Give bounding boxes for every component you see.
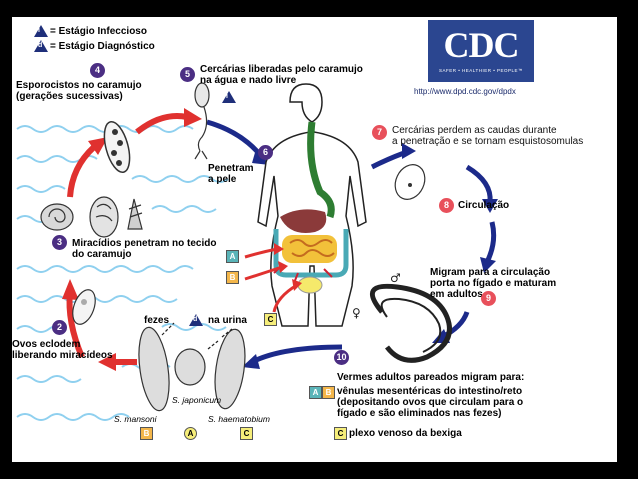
adult-worms-icon: ♂ ♀	[352, 271, 452, 363]
egg-icons	[138, 322, 246, 412]
intestine-loops	[289, 239, 335, 257]
step-4-badge: 4	[90, 63, 105, 78]
step-2-badge: 2	[52, 320, 67, 335]
step-10-c-label: plexo venoso da bexiga	[349, 428, 462, 439]
tag-a-organ: A	[226, 250, 239, 263]
step-9-label: Migram para a circulação porta no fígado…	[430, 267, 557, 300]
miracidium-icon	[72, 289, 96, 325]
step-10-badge: 10	[334, 350, 349, 365]
tag-c-organ: C	[264, 313, 277, 326]
esophagus-icon	[307, 121, 335, 219]
cdc-logo-text: CDC	[443, 25, 520, 65]
egg-label-haematobium: S. haematobium	[208, 414, 270, 424]
legend-diagnostic-label: = Estágio Diagnóstico	[50, 41, 155, 52]
step-10-ab-label: vênulas mesentéricas do intestino/reto (…	[337, 386, 524, 419]
step-3-label: Miracídios penetram no tecido do caramuj…	[72, 238, 217, 260]
tag-a-japonicum: A	[184, 427, 197, 440]
cdc-tagline: SAFER • HEALTHIER • PEOPLE™	[438, 68, 524, 73]
cdc-logo: CDC SAFER • HEALTHIER • PEOPLE™	[428, 20, 534, 82]
snail-icons	[40, 196, 143, 238]
egg-haematobium	[214, 328, 246, 410]
small-intestine-icon	[282, 235, 337, 263]
step-4-label: Esporocistos no caramujo (gerações suces…	[16, 80, 142, 102]
step-8-badge: 8	[439, 198, 454, 213]
step-10-main-label: Vermes adultos pareados migram para:	[337, 372, 525, 383]
arrow-4-to-5	[135, 113, 188, 135]
step-7-label: Cercárias perdem as caudas durante a pen…	[392, 125, 584, 147]
step-6-badge: 6	[258, 145, 273, 160]
cercaria-icon	[194, 82, 210, 160]
step-9-badge: 9	[481, 291, 496, 306]
tag-b-mansoni: B	[140, 427, 153, 440]
diagnostic-marker: d	[189, 314, 203, 326]
step-2-label: Ovos eclodem liberando miracídeos	[12, 339, 113, 361]
step-5-label: Cercárias liberadas pelo caramujo na águ…	[200, 64, 363, 86]
egg-label-japonicum: S. japonicum	[172, 395, 222, 405]
arrow-3-to-4	[67, 144, 97, 198]
step-3-badge: 3	[52, 235, 67, 250]
lifecycle-diagram: ♂ ♀ i = Estágio Infeccioso d = Estágio D…	[12, 17, 617, 462]
urina-label: na urina	[208, 315, 247, 326]
diagnostic-symbol: d	[38, 42, 43, 49]
infective-symbol: i	[38, 27, 40, 34]
step-8-label: Circulação	[458, 200, 510, 211]
tag-a-step10: A	[309, 386, 322, 399]
diagnostic-marker-symbol: d	[193, 316, 198, 323]
svg-text:♂: ♂	[390, 271, 401, 285]
egg-label-mansoni: S. mansoni	[114, 414, 157, 424]
liver-icon	[280, 209, 327, 233]
diagnostic-stage-icon: d	[34, 40, 48, 52]
red-arrows	[62, 108, 202, 371]
schistosomulum-icon	[394, 164, 426, 200]
sporocyst-icon	[103, 120, 131, 174]
infective-stage-icon: i	[34, 25, 48, 37]
diagram-graphics: ♂ ♀	[16, 82, 498, 421]
step-6-label: Penetram a pele	[208, 163, 254, 185]
svg-text:♀: ♀	[352, 306, 361, 320]
infective-marker: i	[222, 91, 236, 103]
fezes-label: fezes	[144, 315, 170, 326]
cdc-url: http://www.dpd.cdc.gov/dpdx	[414, 87, 516, 96]
legend-infective-label: = Estágio Infeccioso	[50, 26, 147, 37]
tag-c-step10: C	[334, 427, 347, 440]
tag-b-organ: B	[226, 271, 239, 284]
tag-b-step10: B	[322, 386, 335, 399]
tag-c-haematobium: C	[240, 427, 253, 440]
step-5-badge: 5	[180, 67, 195, 82]
step-7-badge: 7	[372, 125, 387, 140]
egg-mansoni	[138, 326, 170, 412]
egg-japonicum	[174, 348, 206, 386]
bladder-icon	[297, 276, 323, 294]
infective-marker-symbol: i	[226, 93, 228, 100]
organs	[273, 121, 349, 294]
